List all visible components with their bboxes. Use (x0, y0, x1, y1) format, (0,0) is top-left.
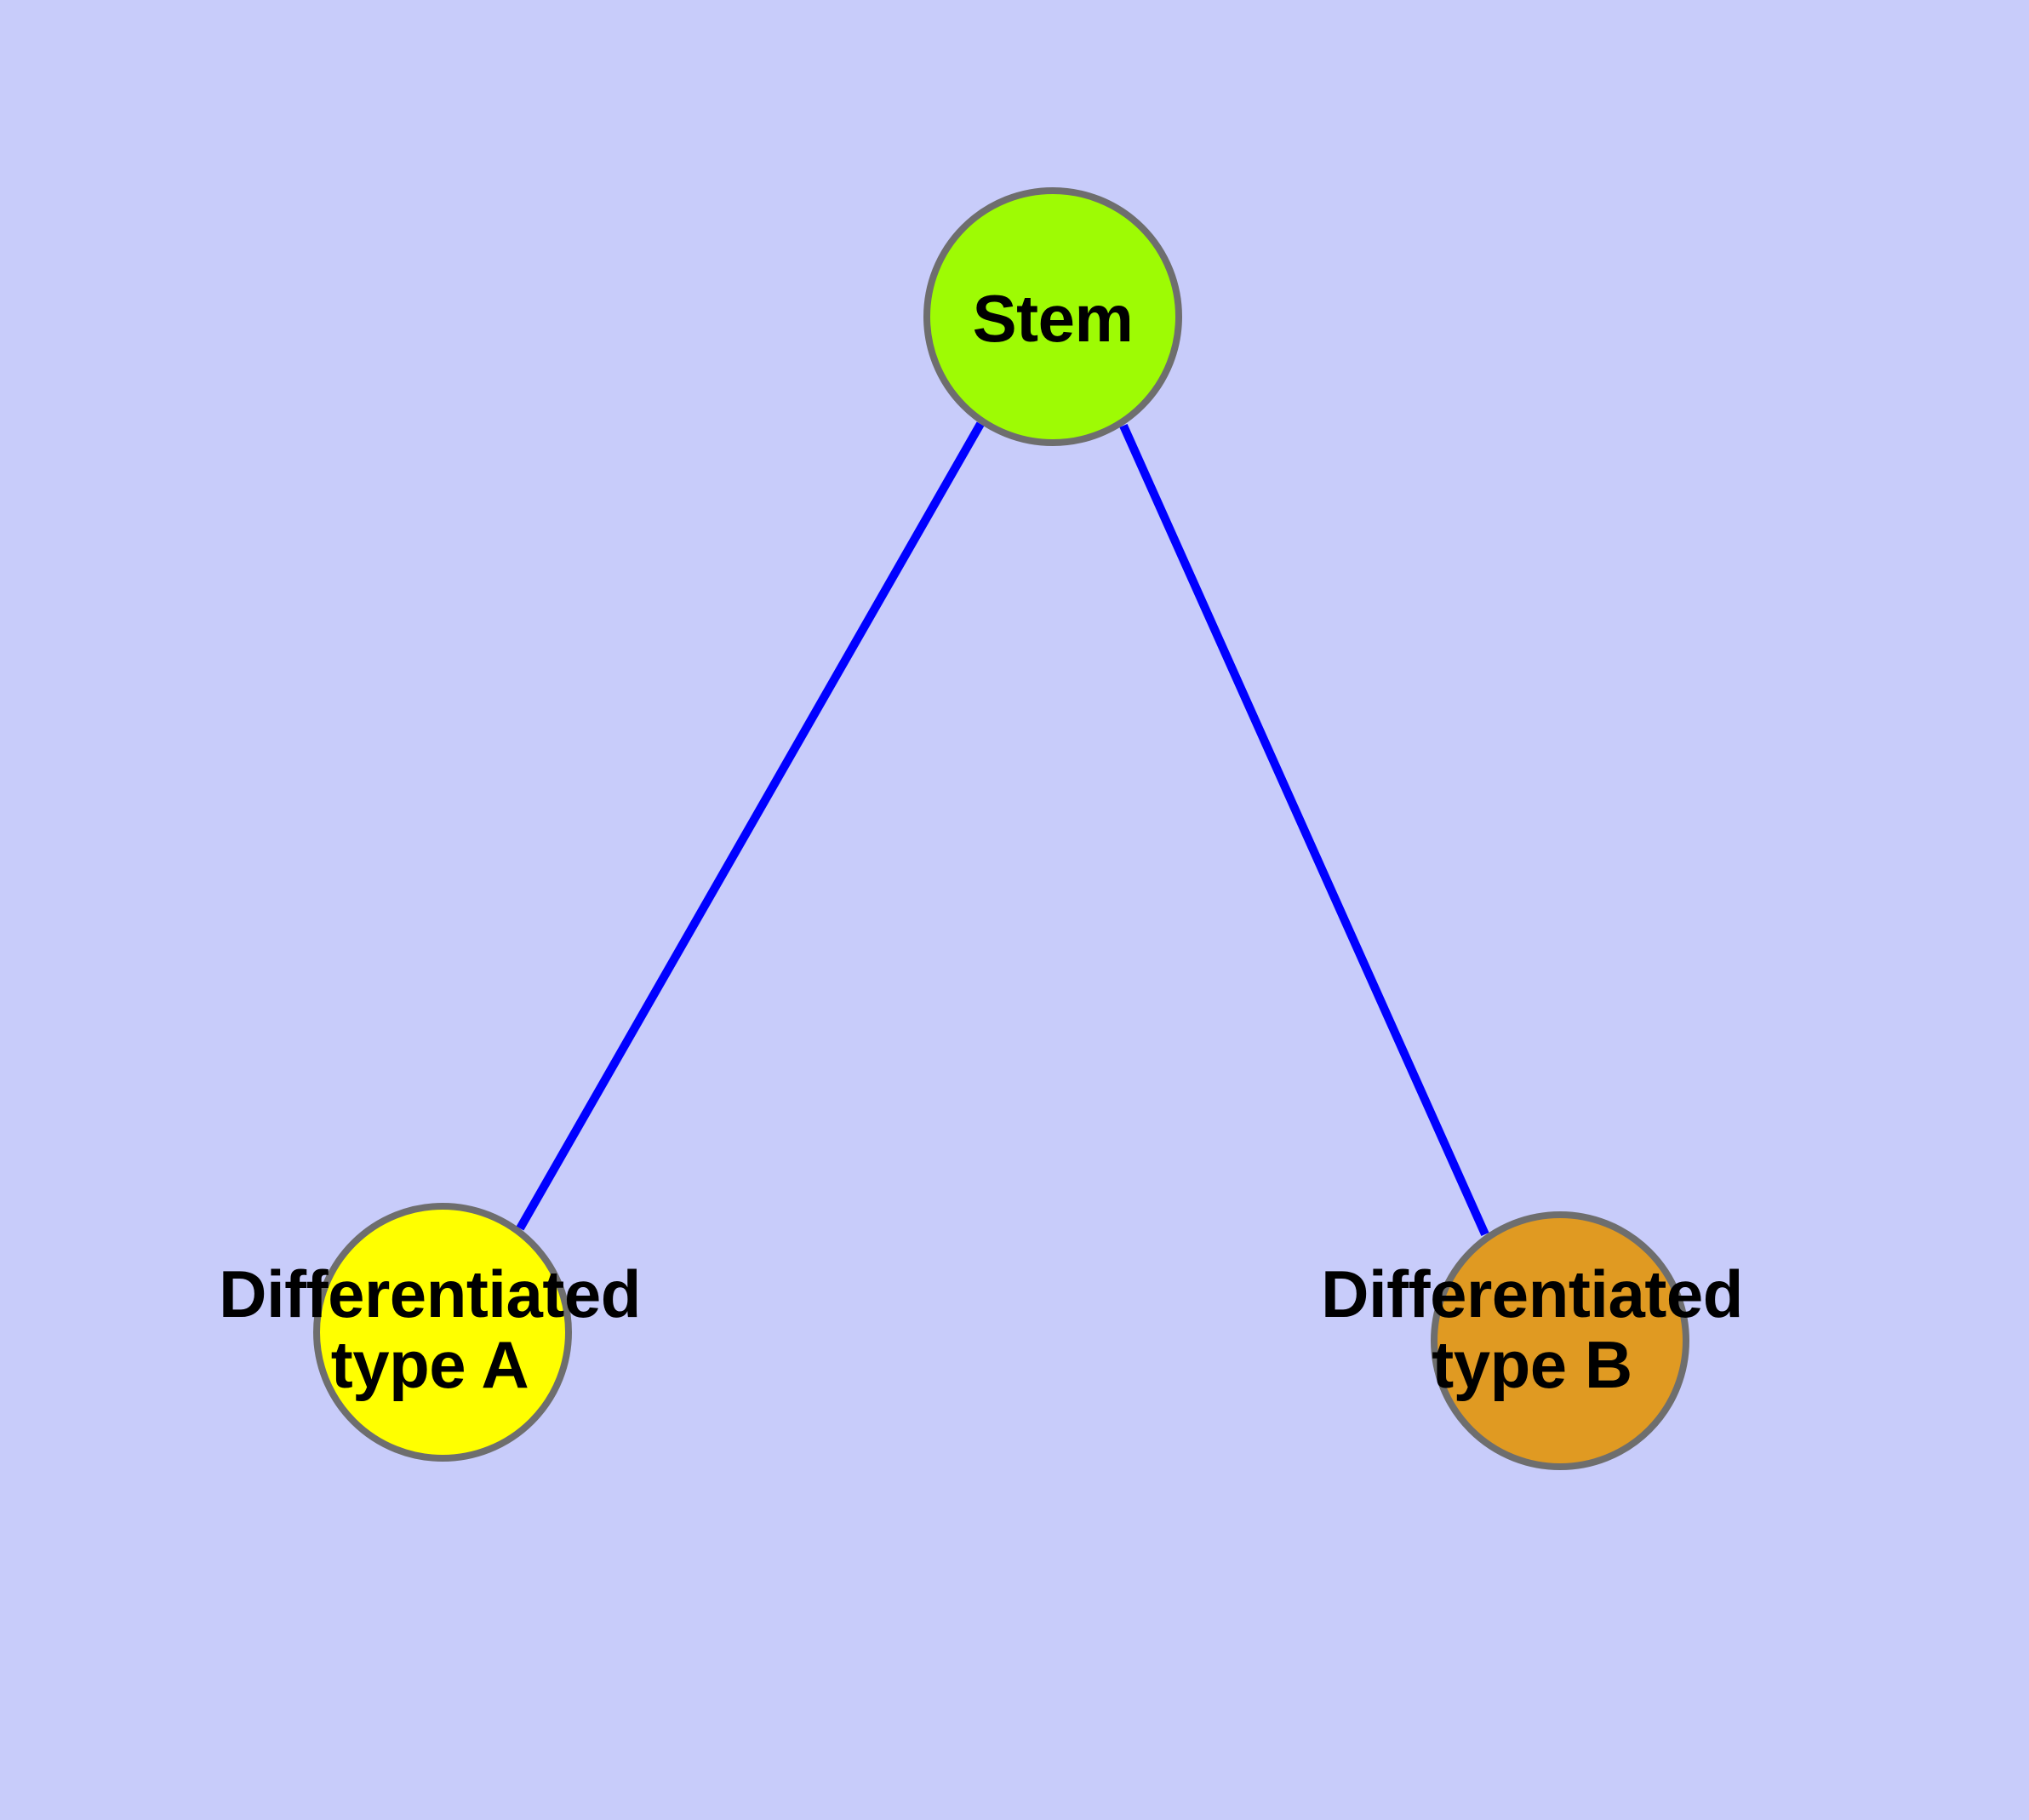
edge-stem-to-differentiated-type-a (516, 421, 985, 1231)
edge-stem-to-differentiated-type-b (1119, 423, 1489, 1237)
node-differentiated-type-a[interactable] (313, 1203, 572, 1462)
node-differentiated-type-b[interactable] (1431, 1211, 1689, 1470)
node-stem[interactable] (923, 187, 1182, 446)
